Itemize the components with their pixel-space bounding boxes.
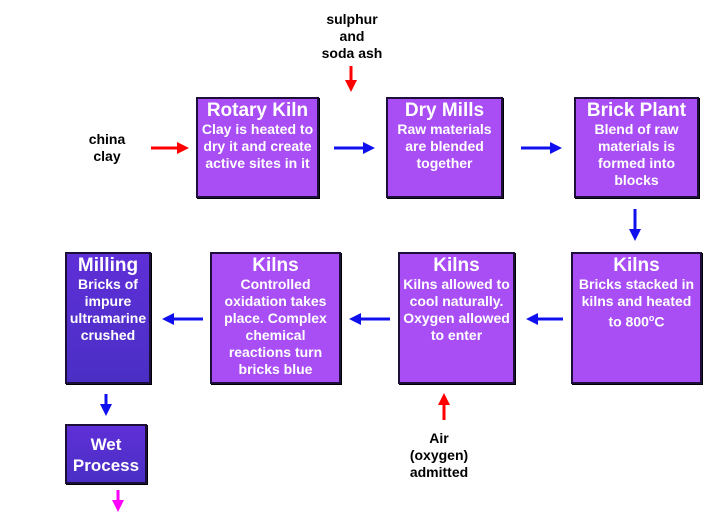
wet-process-title: Wet Process — [72, 435, 140, 475]
dry-mills-text: Raw materials are blended together — [397, 121, 492, 171]
kilns-heating-text: Bricks stacked in kilns and heated to 80… — [578, 276, 695, 330]
sulphur-soda-ash-label: sulphur and soda ash — [321, 11, 383, 61]
rotary-kiln-box: Rotary Kiln Clay is heated to dry it and… — [196, 97, 319, 198]
brick-plant-title: Brick Plant — [586, 100, 687, 121]
china-clay-label: china clay — [88, 131, 126, 164]
rotary-kiln-text: Clay is heated to dry it and create acti… — [201, 121, 314, 171]
kilns-cooling-box: Kilns Kilns allowed to cool naturally. O… — [398, 252, 515, 384]
kilns-heating-box: Kilns Bricks stacked in kilns and heated… — [571, 252, 702, 384]
kilns-oxidation-title: Kilns — [252, 255, 299, 276]
milling-box: Milling Bricks of impure ultramarine cru… — [65, 252, 151, 384]
kilns-cooling-text: Kilns allowed to cool naturally. Oxygen … — [403, 276, 510, 343]
dry-mills-box: Dry Mills Raw materials are blended toge… — [386, 97, 503, 198]
kilns-oxidation-box: Kilns Controlled oxidation takes place. … — [210, 252, 341, 384]
milling-text: Bricks of impure ultramarine crushed — [69, 276, 147, 343]
rotary-kiln-title: Rotary Kiln — [206, 100, 309, 121]
kilns-cooling-title: Kilns — [433, 255, 480, 276]
dry-mills-title: Dry Mills — [404, 100, 485, 121]
milling-title: Milling — [77, 255, 139, 276]
kilns-oxidation-text: Controlled oxidation takes place. Comple… — [224, 276, 327, 377]
brick-plant-text: Blend of raw materials is formed into bl… — [594, 121, 679, 188]
brick-plant-box: Brick Plant Blend of raw materials is fo… — [574, 97, 699, 198]
air-oxygen-label: Air (oxygen) admitted — [409, 430, 469, 480]
wet-process-box: Wet Process — [65, 424, 147, 484]
kilns-heating-title: Kilns — [613, 255, 660, 276]
